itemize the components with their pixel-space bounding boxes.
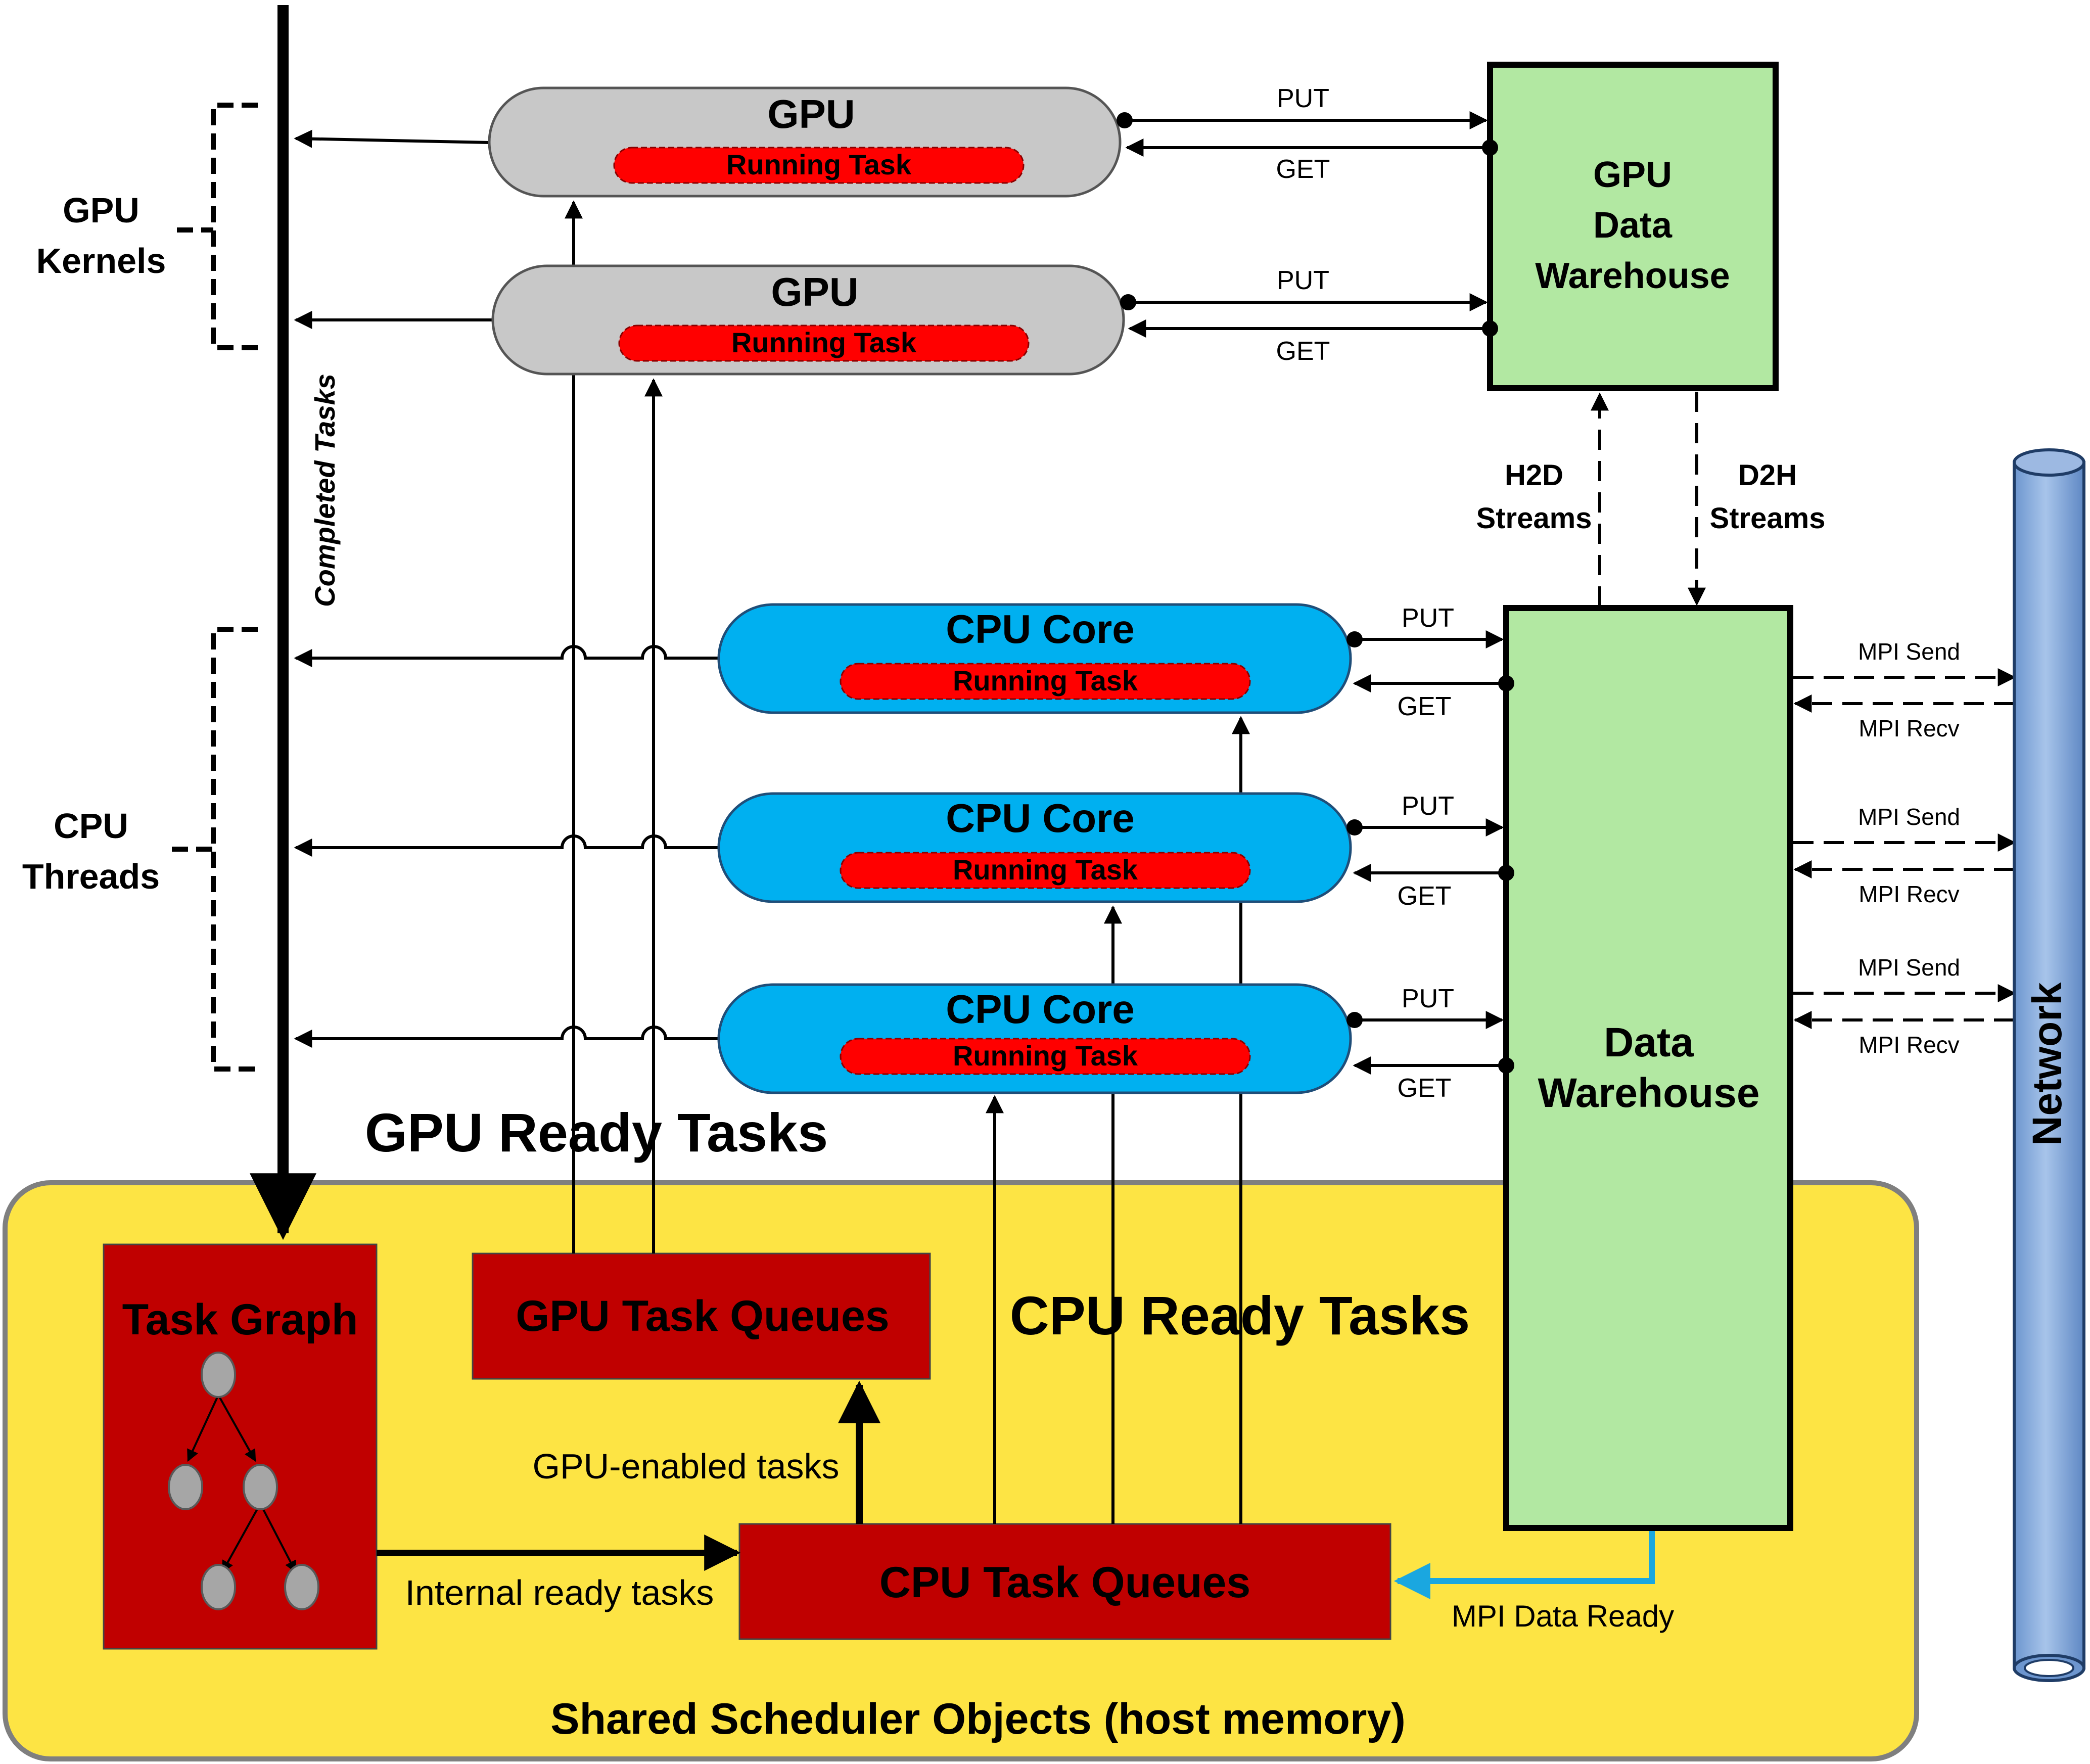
network-pipe [2013,448,2085,1682]
running-task-pill [613,147,1025,184]
gpu-title: GPU [767,91,855,136]
gpu-kernels-label-2: Kernels [36,241,166,281]
running-task-pill [840,1038,1251,1075]
get-label: GET [1398,881,1452,911]
cpu-core-title: CPU Core [946,987,1134,1032]
mpi-send-label: MPI Send [1858,954,1960,981]
cpu-put-get-dots [1346,631,1514,1074]
put-label: PUT [1402,604,1454,633]
graph-node [201,1352,236,1398]
gpu-enabled-tasks-label: GPU-enabled tasks [533,1447,840,1486]
gpu-unit-1: GPU Running Task [488,86,1122,198]
gpu-task-queues-box [472,1252,931,1380]
h2d-label-1: H2D [1505,459,1563,492]
graph-node [201,1564,236,1610]
cpu-core-title: CPU Core [946,796,1134,841]
graph-node [284,1564,319,1610]
cpu-threads-label-2: Threads [22,857,160,896]
put-label: PUT [1277,266,1329,295]
h2d-d2h-streams [1591,392,1706,607]
cpu-core-2: CPU Core Running Task [717,792,1352,903]
gpu-dw-line-2: Data [1593,205,1673,246]
data-warehouse-box [1503,605,1793,1531]
mpi-recv-label: MPI Recv [1859,1032,1959,1058]
gpu-dw-line-3: Warehouse [1535,256,1730,296]
d2h-label-1: D2H [1738,459,1797,492]
get-label: GET [1398,1074,1452,1103]
cpu-core-1: CPU Core Running Task [717,603,1352,714]
mpi-recv-label: MPI Recv [1859,881,1959,907]
gpu-ready-tasks-label: GPU Ready Tasks [365,1102,828,1163]
gpu-kernels-label-1: GPU [63,191,140,230]
task-graph-box [103,1243,378,1650]
running-task-pill [618,324,1030,362]
running-task-label: Running Task [953,665,1138,697]
cpu-threads-bracket [172,627,258,1072]
graph-node [168,1464,203,1510]
running-task-label: Running Task [953,1040,1138,1072]
internal-ready-tasks-label: Internal ready tasks [405,1573,714,1612]
task-graph-nodes [168,1352,319,1610]
d2h-label-2: Streams [1710,502,1826,535]
task-graph-tree [187,1395,297,1573]
gpu-kernels-bracket [177,103,258,350]
mpi-arrows [1793,668,2016,1029]
gpu-put-get-dots [1117,112,1498,337]
cpu-core-3: CPU Core Running Task [717,983,1352,1094]
completion-arrows [294,129,719,1048]
running-task-label: Running Task [731,327,917,358]
gpu-task-queues-title: GPU Task Queues [516,1292,889,1340]
h2d-label-2: Streams [1476,502,1592,535]
network-label: Network [2024,982,2070,1146]
cpu-put-get [1353,630,1506,1075]
mpi-send-label: MPI Send [1858,804,1960,830]
cpu-core-title: CPU Core [946,607,1134,652]
running-task-pill [840,663,1251,700]
gpu-title: GPU [771,269,858,314]
get-label: GET [1276,155,1330,184]
gpu-unit-2: GPU Running Task [491,264,1125,376]
dw-line-1: Data [1604,1019,1694,1065]
gpu-dispatch-lines [565,200,663,1254]
dw-line-2: Warehouse [1538,1070,1760,1116]
gpu-dw-line-1: GPU [1593,155,1672,195]
put-label: PUT [1402,984,1454,1013]
shared-scheduler-label: Shared Scheduler Objects (host memory) [550,1695,1406,1743]
mpi-data-ready-arrow [1394,1527,1655,1599]
mpi-data-ready-label: MPI Data Ready [1452,1599,1674,1633]
mpi-send-label: MPI Send [1858,638,1960,665]
cpu-threads-label-1: CPU [54,806,128,846]
get-label: GET [1276,337,1330,366]
gpu-put-get [1125,111,1490,338]
task-graph-title: Task Graph [122,1295,358,1344]
get-label: GET [1398,692,1452,721]
put-label: PUT [1277,84,1329,113]
running-task-label: Running Task [953,854,1138,886]
cpu-task-queues-title: CPU Task Queues [879,1558,1250,1607]
cpu-task-queues-box [738,1523,1391,1640]
graph-node [243,1464,278,1510]
put-label: PUT [1402,792,1454,821]
running-task-label: Running Task [726,149,912,180]
running-task-pill [840,852,1251,889]
mpi-recv-label: MPI Recv [1859,715,1959,741]
gpu-data-warehouse-box [1487,62,1779,391]
completed-tasks-label: Completed Tasks [309,374,341,607]
